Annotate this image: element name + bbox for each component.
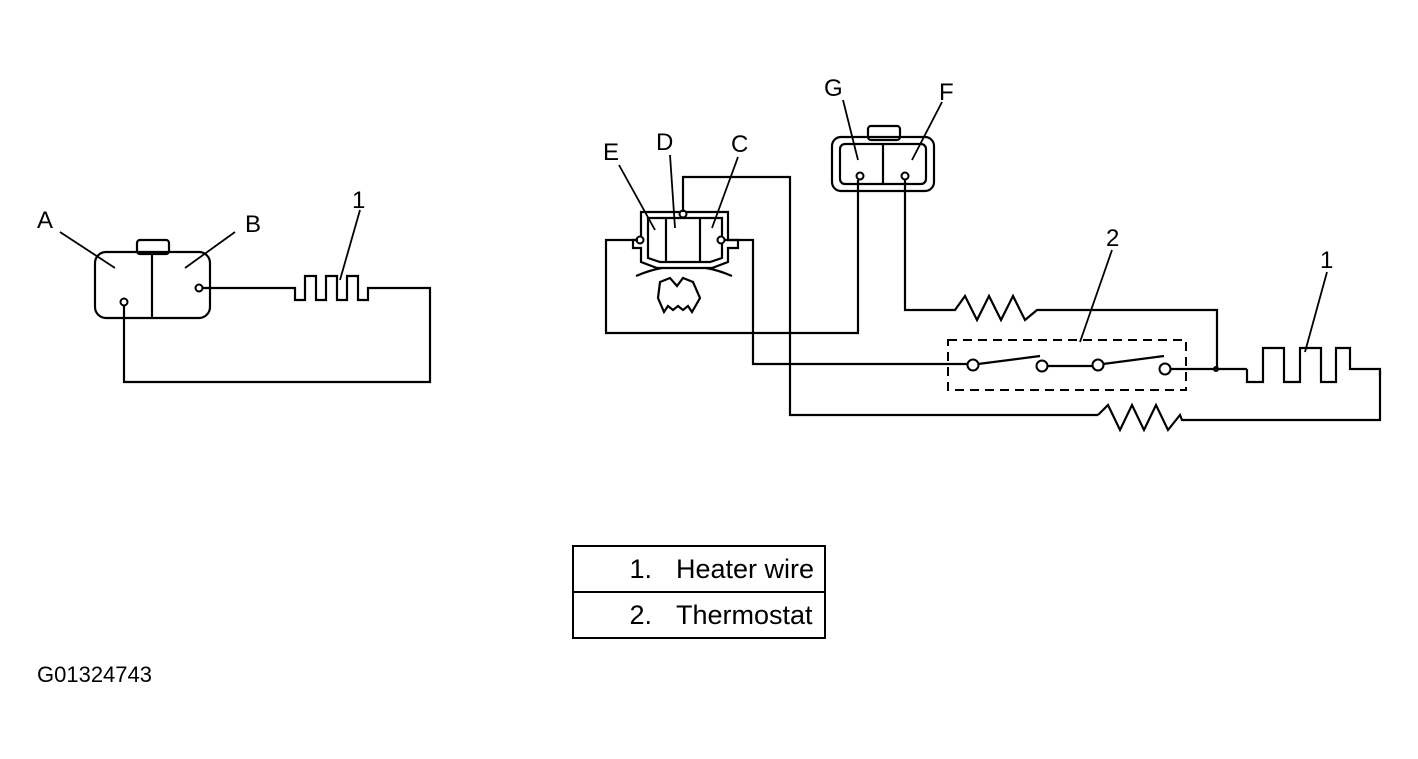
leader-d: [669, 154, 676, 229]
figure-id: G01324743: [37, 662, 152, 687]
resistor-lower: [1097, 372, 1382, 433]
left-circuit: A B 1: [37, 187, 432, 384]
leader-heater-left: [339, 209, 361, 281]
thermostat: [947, 339, 1247, 391]
right-heater-wire: [1245, 346, 1382, 384]
leader-thermostat: [1079, 249, 1113, 343]
connector-a-label: A: [37, 207, 53, 234]
wire-d-loop: [681, 175, 1098, 417]
legend-text: Thermostat: [676, 599, 813, 630]
legend-row: 1. Heater wire: [572, 545, 826, 593]
right-circuit: E D C G F 2 1: [603, 75, 1382, 433]
leader-f: [911, 101, 943, 161]
legend-text: Heater wire: [676, 553, 815, 584]
connector-f-label: F: [939, 79, 954, 106]
heater-callout-right: 1: [1320, 247, 1333, 274]
leader-e: [618, 164, 656, 231]
leader-a: [59, 231, 116, 269]
leader-g: [842, 99, 859, 161]
connector-c-label: C: [731, 131, 748, 158]
heater-callout-left: 1: [352, 187, 365, 214]
legend-number: 1.: [629, 553, 652, 584]
leader-heater-right: [1304, 271, 1328, 353]
connector-ab: [93, 238, 212, 320]
wire-c-to-thermostat: [724, 238, 972, 366]
leader-b: [184, 231, 236, 269]
leader-c: [711, 156, 739, 229]
wire-f-resistor: [903, 180, 1219, 368]
wire-e-to-g: [604, 180, 860, 335]
legend-number: 2.: [629, 599, 652, 630]
connector-cde: [631, 209, 740, 315]
connector-e-label: E: [603, 139, 619, 166]
left-heater-wire: [122, 274, 432, 384]
legend-row: 2. Thermostat: [572, 591, 826, 639]
connector-d-label: D: [656, 129, 673, 156]
connector-g-label: G: [824, 75, 843, 102]
connector-b-label: B: [245, 211, 261, 238]
connector-gf: [830, 124, 936, 193]
legend-table: 1. Heater wire 2. Thermostat: [572, 545, 826, 639]
thermostat-callout: 2: [1106, 225, 1119, 252]
